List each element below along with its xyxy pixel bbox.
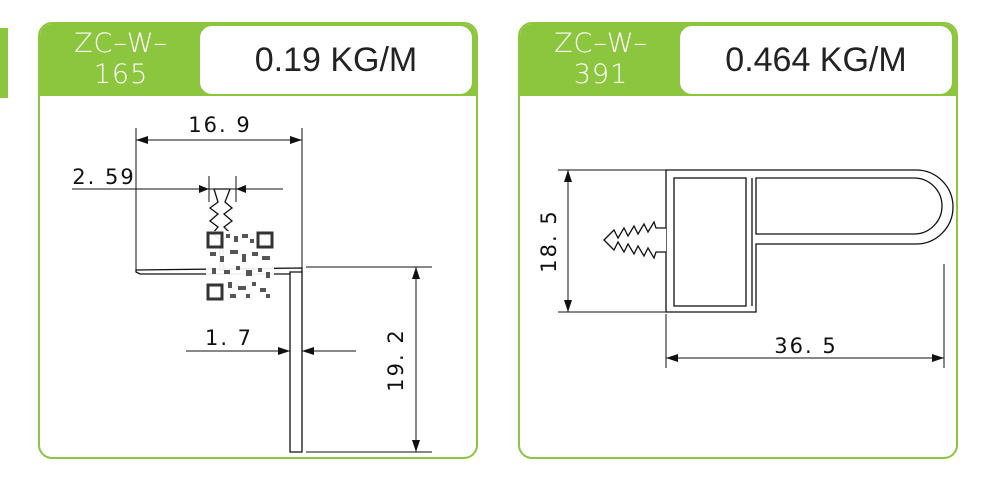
- profile-barbed-anchor: [603, 220, 666, 260]
- profile-card-zc-w-391: ZC–W– 391 0.464 KG/M: [518, 22, 958, 459]
- dim-thickness: 1. 7: [205, 326, 253, 350]
- card-header: ZC–W– 391 0.464 KG/M: [520, 24, 956, 96]
- arrow-heads: [564, 170, 944, 362]
- dim-tip: 2. 59: [72, 165, 135, 189]
- arrow-heads: [136, 136, 420, 452]
- dim-height: 19. 2: [384, 328, 408, 391]
- profile-cavity: [673, 177, 747, 307]
- weight-value: 0.464 KG/M: [725, 40, 907, 79]
- product-code: ZC–W– 165: [46, 28, 196, 94]
- profile-outline: [665, 169, 954, 313]
- product-code-line1: ZC–W–: [74, 28, 168, 59]
- product-code-line2: 391: [573, 59, 629, 90]
- qr-code-image: [206, 231, 274, 301]
- profile-hook-cavity: [755, 177, 943, 235]
- dim-width: 36. 5: [774, 334, 837, 358]
- weight-box: 0.19 KG/M: [200, 26, 472, 94]
- product-code-line1: ZC–W–: [554, 28, 648, 59]
- card-header: ZC–W– 165 0.19 KG/M: [40, 24, 476, 96]
- weight-value: 0.19 KG/M: [254, 40, 418, 79]
- edge-tab-marker: [0, 28, 8, 98]
- profile-drawing-391: 18. 5 36. 5: [537, 169, 954, 368]
- profile-drawing-165: 16. 9 2. 59 1. 7 19. 2: [72, 113, 432, 453]
- profile-leg: [289, 271, 303, 453]
- dim-height: 18. 5: [537, 209, 561, 272]
- product-code-line2: 165: [93, 59, 149, 90]
- dim-width: 16. 9: [188, 113, 251, 137]
- product-code: ZC–W– 391: [526, 28, 676, 94]
- profile-card-zc-w-165: ZC–W– 165 0.19 KG/M: [38, 22, 478, 459]
- weight-box: 0.464 KG/M: [680, 26, 952, 94]
